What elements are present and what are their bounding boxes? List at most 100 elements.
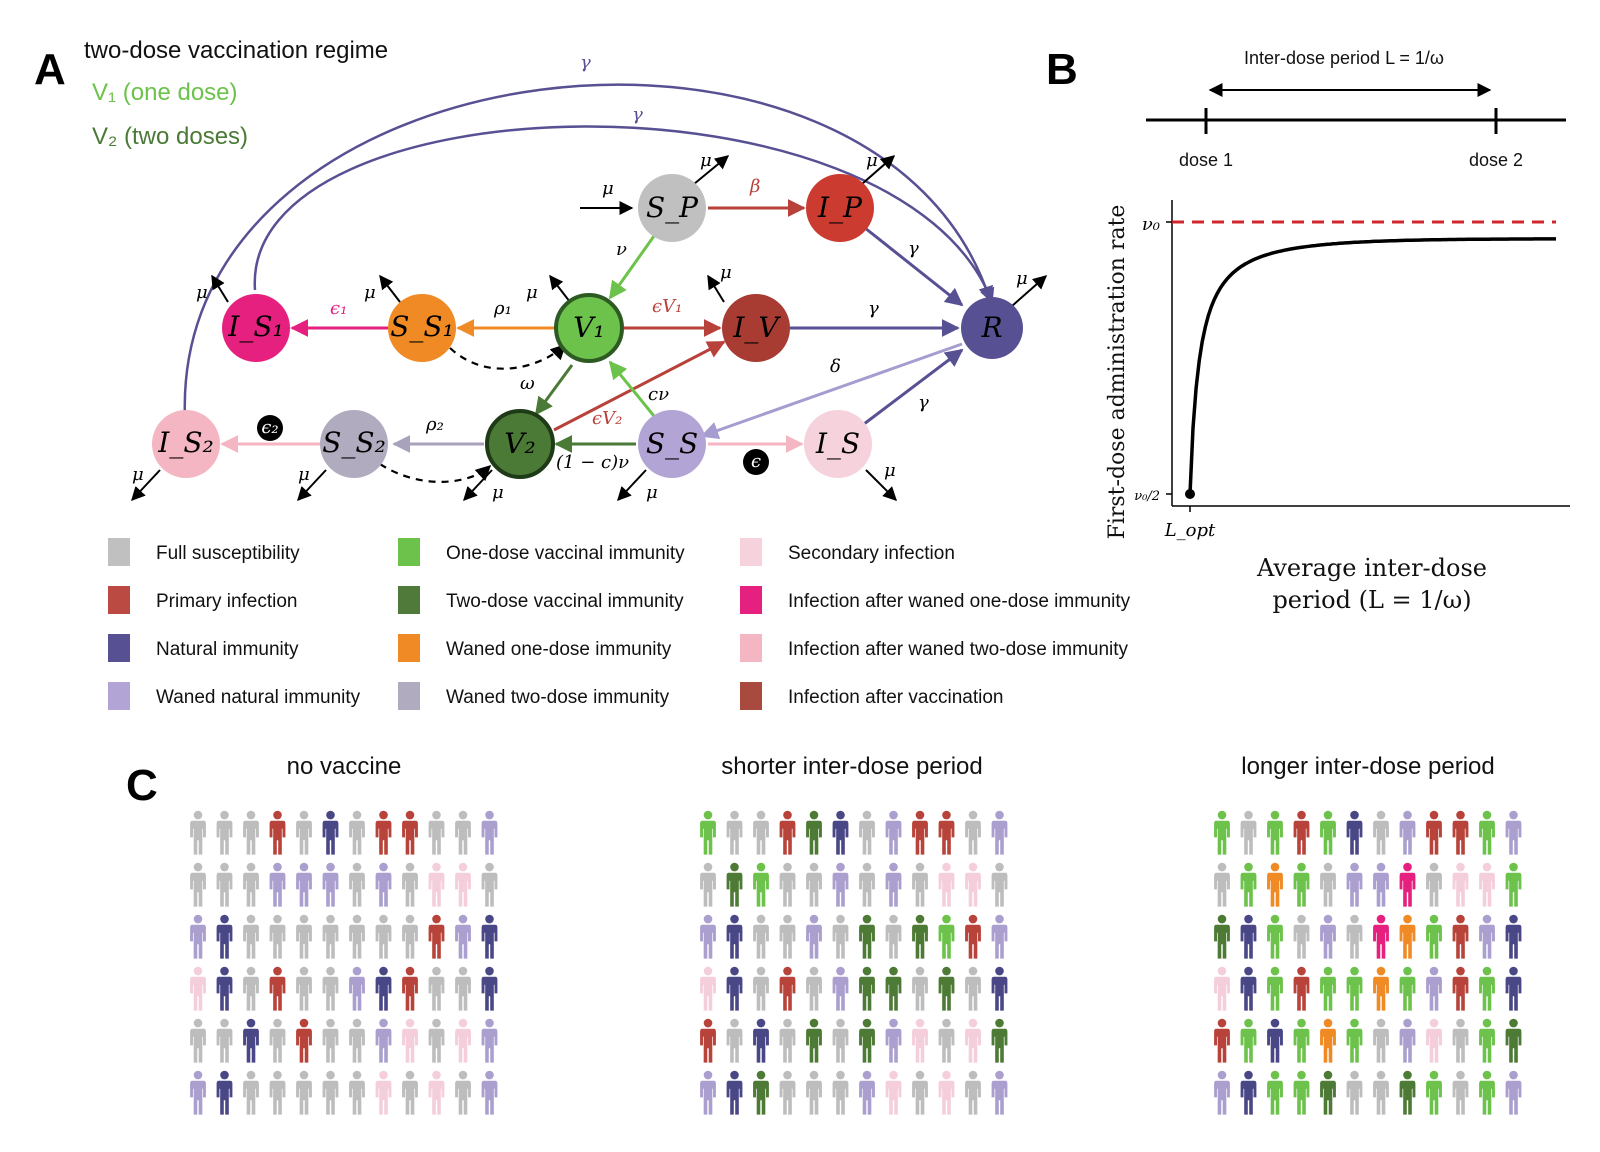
- person-icon: [1505, 966, 1522, 1011]
- person-icon: [1267, 810, 1283, 855]
- person-icon: [375, 914, 392, 959]
- person-icon: [1399, 810, 1416, 855]
- svg-text:I_V: I_V: [732, 311, 781, 344]
- eps-badge: [743, 449, 769, 475]
- person-icon: [455, 862, 471, 907]
- svg-text:I_P: I_P: [817, 191, 863, 224]
- person-icon: [296, 1070, 312, 1115]
- person-icon: [1346, 1070, 1363, 1115]
- person-icon: [1479, 1070, 1495, 1115]
- edge-r-ss: [700, 342, 963, 440]
- person-icon: [726, 862, 743, 907]
- person-icon: [806, 1070, 822, 1115]
- person-icon: [912, 1070, 928, 1115]
- legend-swatch: [108, 634, 130, 662]
- person-icon: [296, 914, 312, 959]
- edge-ss-v1: [608, 360, 656, 417]
- person-icon: [859, 1070, 875, 1115]
- person-icon: [1479, 1018, 1495, 1063]
- node-iv: I_V: [722, 294, 790, 362]
- person-icon: [481, 1070, 498, 1115]
- person-icon: [1399, 862, 1416, 907]
- person-icon: [1240, 862, 1257, 907]
- c-title-no-vaccine: no vaccine: [287, 753, 402, 780]
- person-icon: [1346, 810, 1363, 855]
- svg-text:μ: μ: [646, 482, 658, 503]
- svg-text:S_P: S_P: [646, 191, 699, 224]
- rate-mu-birth: μ: [602, 178, 614, 199]
- svg-text:μ: μ: [196, 282, 208, 303]
- person-icon: [1505, 1018, 1522, 1063]
- person-icon: [1346, 862, 1363, 907]
- person-icon: [1240, 966, 1257, 1011]
- svg-text:S_S: S_S: [646, 427, 698, 460]
- person-icon: [991, 862, 1008, 907]
- person-icon: [1267, 1070, 1283, 1115]
- person-icon: [243, 1018, 259, 1063]
- person-icon: [1426, 1070, 1442, 1115]
- person-icon: [190, 1070, 206, 1115]
- person-icon: [296, 966, 312, 1011]
- person-icon: [726, 1018, 743, 1063]
- person-icon: [375, 862, 392, 907]
- person-icon: [1293, 914, 1310, 959]
- person-icon: [1426, 1018, 1442, 1063]
- rate-eps1: ϵ₁: [330, 298, 347, 319]
- person-icon: [938, 862, 955, 907]
- person-icon: [402, 1070, 418, 1115]
- person-icon: [243, 966, 259, 1011]
- arc-is2-to-r: [183, 83, 993, 419]
- person-icon: [481, 914, 498, 959]
- person-icon: [1320, 914, 1336, 959]
- person-icon: [700, 862, 716, 907]
- svg-text:V₂: V₂: [504, 427, 535, 460]
- lopt-point: [1185, 489, 1195, 499]
- person-icon: [753, 810, 769, 855]
- person-icon: [190, 810, 206, 855]
- panel-c-letter: C: [126, 761, 158, 810]
- person-icon: [1452, 862, 1469, 907]
- node-is1: I_S₁: [222, 294, 290, 362]
- svg-text:I_S₂: I_S₂: [157, 426, 213, 459]
- c-title-longer: longer inter-dose period: [1241, 753, 1495, 780]
- person-icon: [190, 1018, 206, 1063]
- person-icon: [806, 862, 822, 907]
- person-icon: [859, 966, 875, 1011]
- c-title-shorter: shorter inter-dose period: [721, 753, 982, 780]
- panel-a: A two-dose vaccination regime V₁ (one do…: [34, 37, 1131, 710]
- rate-gamma-is: γ: [918, 392, 929, 413]
- svg-text:S_S₁: S_S₁: [390, 310, 454, 343]
- person-icon: [1452, 914, 1469, 959]
- person-icon: [1505, 1070, 1522, 1115]
- person-icon: [965, 862, 981, 907]
- svg-text:S_S₂: S_S₂: [322, 426, 386, 459]
- person-icon: [753, 862, 769, 907]
- person-icon: [1373, 862, 1389, 907]
- dose1-label: dose 1: [1179, 150, 1233, 170]
- person-icon: [190, 914, 206, 959]
- person-icon: [322, 810, 339, 855]
- person-icon: [269, 862, 286, 907]
- person-icon: [296, 1018, 312, 1063]
- person-icon: [455, 1018, 471, 1063]
- person-icon: [1399, 966, 1416, 1011]
- person-icon: [779, 810, 796, 855]
- legend-swatch: [398, 586, 420, 614]
- edge-ip-r: [864, 226, 964, 307]
- person-icon: [481, 810, 498, 855]
- rate-delta: δ: [830, 356, 841, 377]
- person-icon: [1293, 810, 1310, 855]
- person-icon: [859, 1018, 875, 1063]
- rate-beta: β: [749, 176, 760, 197]
- person-icon: [1214, 1018, 1230, 1063]
- person-icon: [1479, 862, 1495, 907]
- person-icon: [1320, 1018, 1336, 1063]
- person-icon: [322, 914, 339, 959]
- legend-swatch: [740, 634, 762, 662]
- person-icon: [1346, 914, 1363, 959]
- svg-text:μ: μ: [884, 460, 896, 481]
- person-icon: [1214, 1070, 1230, 1115]
- person-icon: [779, 1018, 796, 1063]
- rate-one-minus-c-nu: (1 − c)ν: [556, 452, 629, 473]
